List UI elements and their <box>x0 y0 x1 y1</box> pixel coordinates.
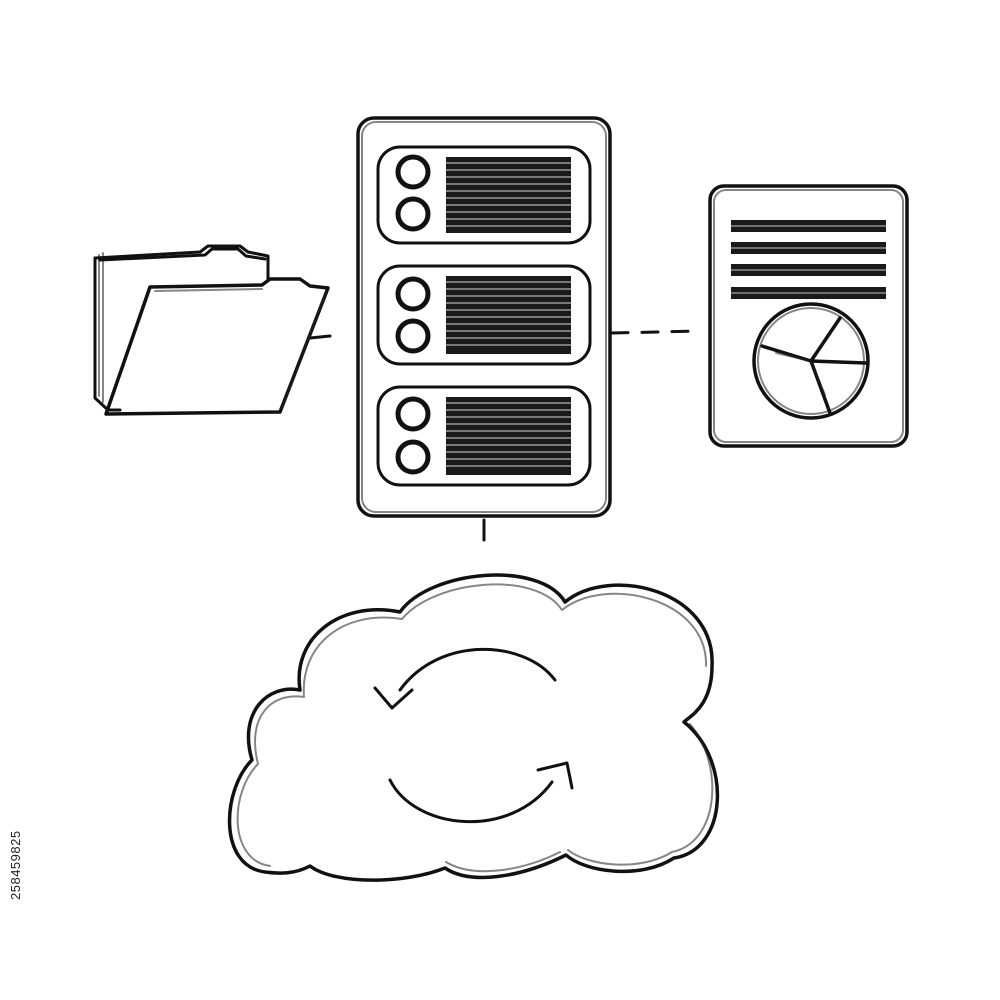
pie-chart-icon <box>752 302 870 420</box>
server-unit <box>376 264 592 366</box>
text-lines <box>731 220 886 299</box>
stock-id-label: 258459825 <box>8 830 23 900</box>
server-unit <box>376 385 592 487</box>
server-rack-icon <box>356 116 612 518</box>
server-unit <box>376 145 592 245</box>
sync-arrows-icon <box>373 647 574 824</box>
report-document-icon <box>708 184 909 448</box>
folder-icon <box>93 244 330 416</box>
cloud-sync-icon <box>227 573 720 882</box>
connector-lines <box>308 329 702 542</box>
